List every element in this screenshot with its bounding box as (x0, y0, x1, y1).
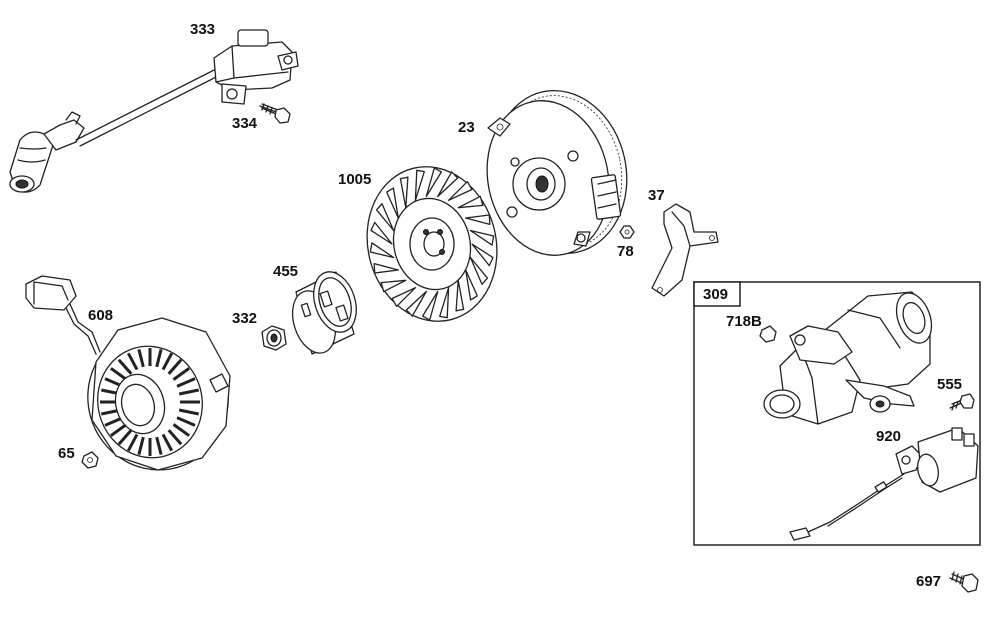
fan-blade (421, 290, 439, 321)
fan-blade (375, 203, 395, 232)
bracket-drawing (651, 203, 719, 297)
bolt-drawing (949, 571, 979, 593)
housing-slat (176, 377, 196, 388)
starter-cup-drawing (291, 271, 357, 355)
housing-slat (172, 367, 190, 381)
housing-slat (178, 408, 200, 416)
fan-blade (455, 279, 465, 312)
label-920: 920 (876, 428, 901, 445)
flywheel-drawing (486, 89, 628, 256)
label-332: 332 (232, 310, 257, 327)
ignition-coil-drawing (9, 29, 299, 193)
housing-slat (155, 436, 163, 455)
fan-blade (471, 243, 494, 267)
housing-slat (126, 352, 139, 371)
housing-slat (172, 423, 190, 437)
starter-nut-drawing (759, 325, 777, 343)
fan-blade (469, 229, 495, 246)
fan-blade (414, 169, 425, 201)
blower-housing-drawing (25, 275, 231, 471)
fan-blade (380, 279, 407, 293)
electric-starter-drawing (763, 291, 933, 425)
label-37: 37 (648, 187, 665, 204)
housing-slat (167, 429, 183, 446)
label-23: 23 (458, 119, 475, 136)
fan-blade (439, 287, 450, 319)
housing-slat (110, 423, 128, 437)
label-309: 309 (703, 286, 728, 303)
housing-slat (155, 349, 163, 368)
housing-slat (117, 358, 133, 375)
flywheel-nut-drawing (261, 325, 287, 351)
fan-blade (425, 167, 443, 198)
starter-bolt-drawing (949, 393, 975, 411)
fan-blade (465, 214, 491, 226)
housing-slat (176, 416, 196, 427)
coil-screw-drawing (259, 103, 291, 124)
label-555: 555 (937, 376, 962, 393)
fan-blade (369, 242, 395, 259)
label-697: 697 (916, 573, 941, 590)
housing-screw-drawing (81, 451, 99, 469)
fan-blade (399, 176, 409, 209)
fan-blade (405, 290, 427, 317)
housing-slat (126, 433, 139, 452)
label-1005: 1005 (338, 171, 371, 188)
label-608: 608 (88, 307, 113, 324)
small-nut-drawing (619, 225, 635, 239)
fan-blade (373, 262, 399, 274)
housing-slat (137, 349, 145, 368)
housing-slat (161, 433, 174, 452)
fan-blade (437, 171, 459, 198)
housing-slat (110, 367, 128, 381)
housing-slat (117, 429, 133, 446)
fan-blade (370, 221, 393, 245)
label-333: 333 (190, 21, 215, 38)
flywheel-fan-drawing (366, 166, 498, 322)
housing-slat (167, 358, 183, 375)
fan-blade (447, 180, 473, 201)
fan-blade (386, 187, 399, 219)
fan-blade (465, 269, 478, 301)
label-65: 65 (58, 445, 75, 462)
label-455: 455 (273, 263, 298, 280)
electric-starter-box (693, 281, 981, 546)
housing-slat (178, 388, 200, 396)
label-718B: 718B (726, 313, 762, 330)
fan-blade (457, 195, 484, 209)
housing-slat (137, 436, 145, 455)
label-78: 78 (617, 243, 634, 260)
starter-solenoid-drawing (789, 427, 979, 541)
label-box-309 (693, 281, 741, 307)
housing-slat (161, 352, 174, 371)
fan-blade (469, 256, 489, 285)
fan-blade (391, 287, 417, 308)
label-334: 334 (232, 115, 258, 132)
